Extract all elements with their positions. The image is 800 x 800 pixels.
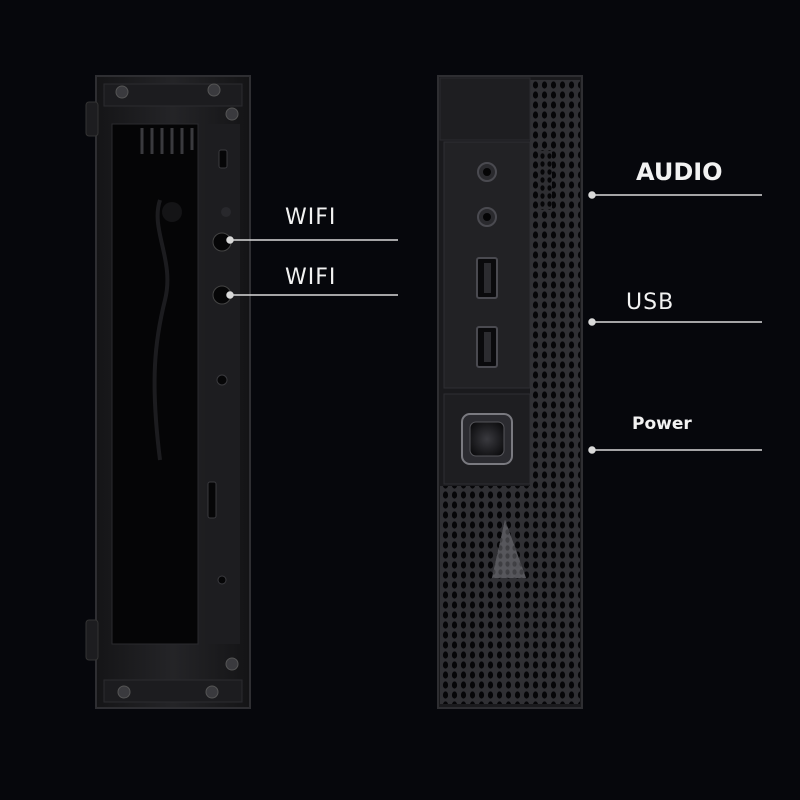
callout-lines [226,191,762,454]
wifi-label-1: WIFI [285,205,337,230]
mini-pc-side-view [85,75,251,709]
usb-port-icon [476,257,498,368]
usb-label: USB [626,290,675,315]
wifi-label-2: WIFI [285,265,337,290]
audio-label: AUDIO [636,158,723,186]
mini-pc-front-view [437,75,583,709]
power-label: Power [632,414,692,434]
power-button-icon [461,413,513,465]
audio-jack-icon [477,162,497,227]
